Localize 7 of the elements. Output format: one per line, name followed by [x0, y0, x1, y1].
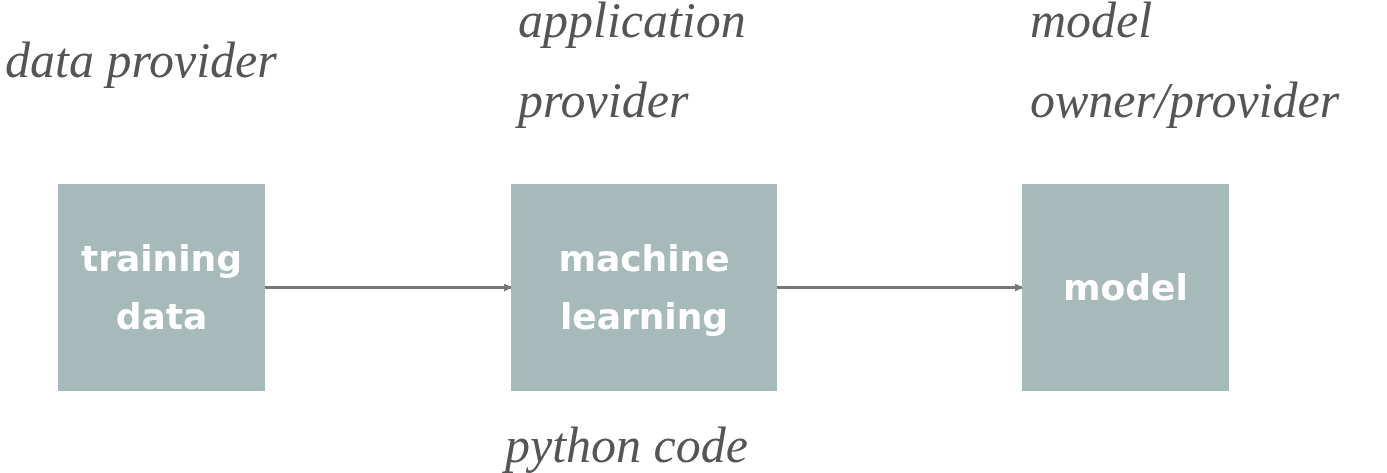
arrow: [777, 283, 1023, 292]
role-heading: model owner/provider: [1030, 0, 1341, 130]
role-heading: data provider: [5, 31, 278, 90]
box-label: training data: [80, 236, 243, 339]
box-label: model: [1063, 265, 1188, 310]
arrow: [265, 283, 512, 292]
box-label: machine learning: [557, 236, 731, 339]
